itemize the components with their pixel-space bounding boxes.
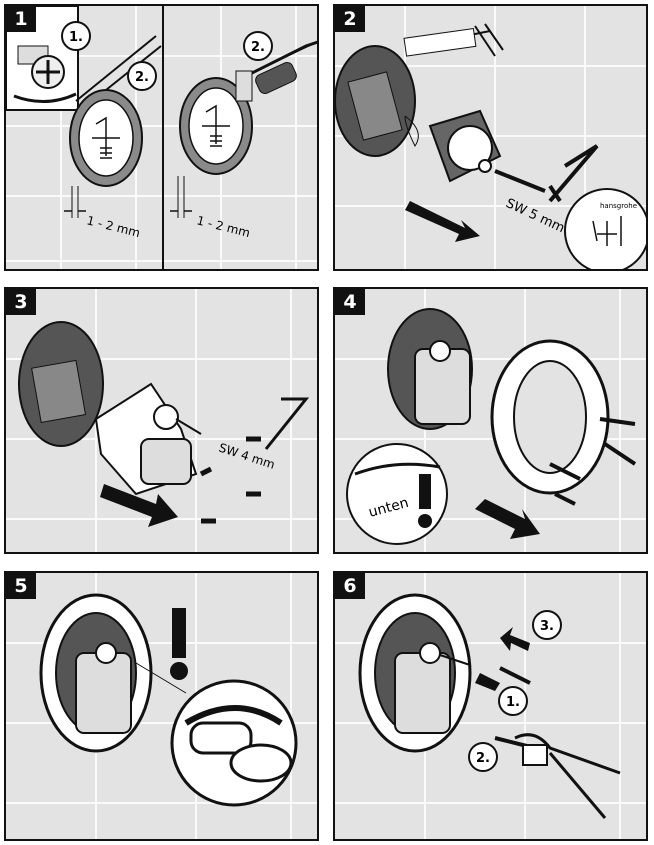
step-label-2: 2. [476, 751, 490, 766]
step-label-1: 1. [506, 695, 520, 710]
step-2-panel: 2 hansgrohe SW 5 mm [333, 4, 648, 271]
step-6-panel: 6 3. 1. 2. [333, 571, 648, 841]
step-1-illustration: 1. 2. 2. 1 - 2 mm 1 - 2 mm [6, 6, 317, 269]
brand-label: hansgrohe [600, 202, 637, 210]
step-label-2: 2. [135, 70, 149, 85]
step-4-panel: 4 unten [333, 287, 648, 554]
step-5-illustration [6, 573, 317, 839]
step-4-illustration: unten [335, 289, 646, 552]
step-1-panel: 1 1. 2. [4, 4, 319, 271]
step-number: 4 [335, 289, 365, 315]
step-3-panel: 3 SW 4 mm [4, 287, 319, 554]
step-label-3: 3. [540, 619, 554, 634]
step-3-illustration: SW 4 mm [6, 289, 317, 552]
step-5-panel: 5 [4, 571, 319, 841]
step-number: 2 [335, 6, 365, 32]
step-2-illustration: hansgrohe SW 5 mm [335, 6, 646, 269]
step-label-1: 1. [69, 30, 83, 45]
step-label-2b: 2. [251, 40, 265, 55]
step-number: 6 [335, 573, 365, 599]
step-number: 3 [6, 289, 36, 315]
step-number: 1 [6, 6, 36, 32]
step-number: 5 [6, 573, 36, 599]
step-6-illustration: 3. 1. 2. [335, 573, 646, 839]
